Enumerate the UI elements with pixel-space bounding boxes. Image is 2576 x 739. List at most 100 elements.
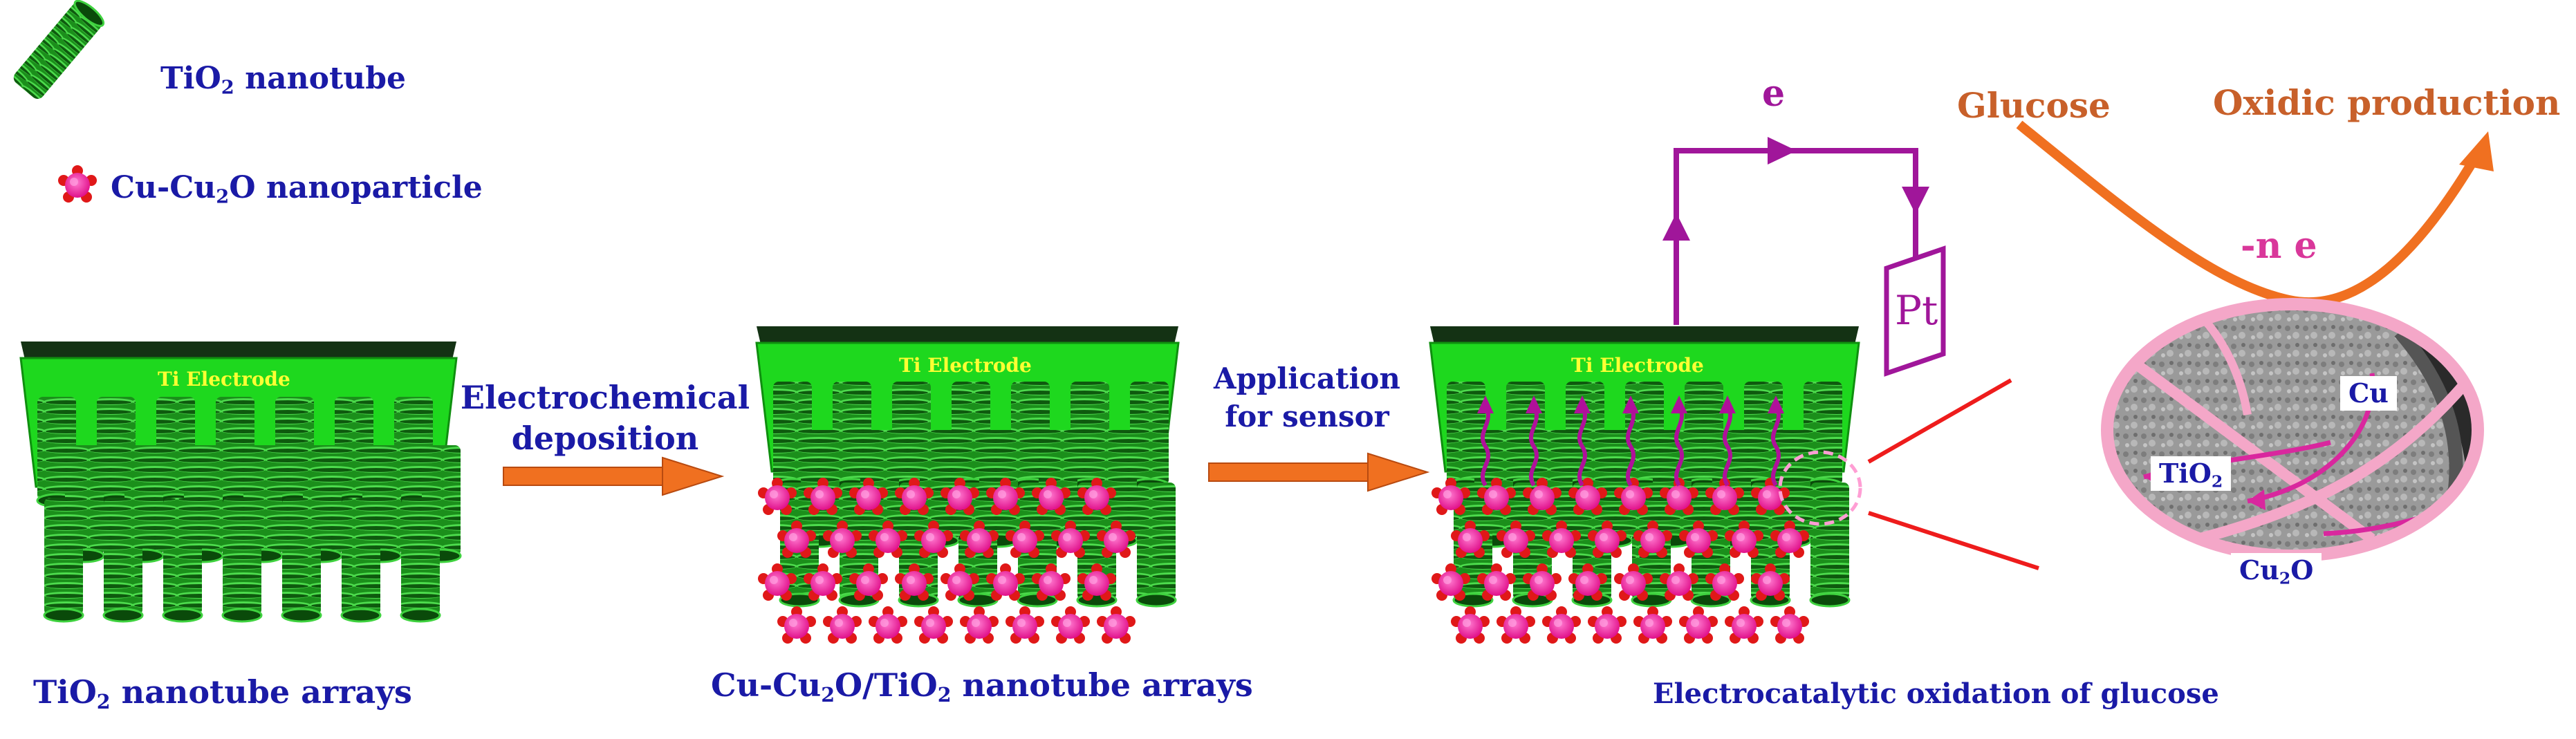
stage3-caption: Electrocatalytic oxidation of glucose [1653, 677, 2219, 710]
stage2-caption-mid: O/TiO [835, 666, 938, 704]
nanotube-opening [1809, 592, 1851, 608]
electrode-top-edge [757, 326, 1178, 344]
electrons-transferred-label: -n e [2241, 225, 2317, 267]
electron-path-arrowhead [1768, 395, 1784, 413]
nanotube [1810, 483, 1849, 600]
arrow2-line2: for sensor [1225, 400, 1389, 434]
arrow1-label: Electrochemical deposition [443, 377, 768, 459]
nanotube-opening [102, 608, 144, 623]
inset-micrograph [2101, 298, 2484, 562]
nanotube-opening [1136, 592, 1177, 608]
stage2-caption: Cu-Cu2O/TiO2 nanotube arrays [711, 666, 1253, 704]
stage1-caption-post: nanotube arrays [110, 673, 412, 711]
right-arrow-icon [503, 456, 725, 496]
nanoparticle [1451, 606, 1490, 644]
nanotube-opening [221, 608, 263, 623]
stage2-caption-post: nanotube arrays [951, 666, 1253, 704]
nanotube-icon [13, 0, 105, 100]
nanoparticle [1097, 606, 1136, 644]
nanoparticle [1497, 606, 1535, 644]
electron-path [1480, 404, 1491, 487]
nanoparticle [1588, 606, 1627, 644]
inset-cu2o-post: O [2290, 554, 2314, 586]
stage2-electrode-block [755, 326, 1180, 644]
nanotube [1804, 382, 1842, 485]
electron-path [1674, 404, 1685, 487]
electron-path [1577, 404, 1588, 487]
arrow2-line1: Application [1214, 362, 1400, 395]
electrode-top-edge [1430, 326, 1859, 344]
stage1-electrode-block [19, 342, 462, 623]
inset-cu2o-label: Cu2O [2231, 553, 2322, 588]
electron-flow-arrow-icon [1662, 137, 1929, 241]
nanotube [104, 498, 142, 615]
electron-path [1625, 404, 1636, 487]
nanotube [1137, 483, 1176, 600]
stage3-electrode-block [1429, 326, 1860, 644]
glucose-label: Glucose [1957, 85, 2111, 126]
inset-cu2o-pre: Cu [2239, 554, 2279, 586]
inset-tio2-pre: TiO [2159, 458, 2212, 489]
stage2-caption-pre: Cu-Cu [711, 666, 822, 704]
reaction-arrow-icon [2016, 120, 2494, 308]
legend-nanotube-sub: 2 [221, 76, 234, 99]
legend-nanotube-post: nanotube [234, 61, 407, 96]
nanotube-opening [281, 608, 322, 623]
stage1-caption: TiO2 nanotube arrays [33, 673, 412, 711]
electron-path-arrowhead [1622, 395, 1639, 413]
electron-path-arrowhead [1574, 395, 1591, 413]
nanoparticle [1725, 606, 1763, 644]
right-arrow-icon [1208, 452, 1430, 492]
zoom-circle [1778, 450, 1862, 526]
arrow2-label: Application for sensor [1189, 359, 1425, 436]
nanoparticle [823, 606, 862, 644]
inset-cu-label: Cu [2340, 376, 2397, 411]
nanoparticle [869, 606, 907, 644]
legend-nanotube-pre: TiO [160, 61, 221, 96]
nanoparticle [1051, 606, 1090, 644]
nanoparticle [960, 606, 999, 644]
nanoparticle [1679, 606, 1718, 644]
nanotube [1130, 382, 1169, 485]
arrow1-line1: Electrochemical [460, 379, 750, 416]
nanotube-opening [340, 608, 382, 623]
legend-nanoparticle-sub: 2 [216, 185, 230, 208]
external-circuit [1674, 148, 1918, 325]
inset-tio2-sub: 2 [2211, 471, 2223, 492]
stage2-caption-sub1: 2 [821, 682, 835, 707]
nanotube [401, 498, 440, 615]
stage1-caption-sub: 2 [96, 689, 111, 713]
magnifier-lines [1867, 378, 2039, 570]
inset-cu2o-sub: 2 [2279, 568, 2291, 588]
nanotube-opening [43, 608, 84, 623]
nanoparticle [914, 606, 953, 644]
stage2-caption-sub2: 2 [937, 682, 952, 707]
legend-nanoparticle-post: O nanoparticle [229, 170, 483, 205]
stage1-caption-pre: TiO [33, 673, 97, 711]
electron-path [1722, 404, 1733, 487]
inset-tio2-label: TiO2 [2151, 456, 2232, 492]
nanoparticle [1770, 606, 1809, 644]
nanotube [282, 498, 321, 615]
pt-label: Pt [1895, 287, 1938, 334]
nanoparticle [777, 606, 816, 644]
stage2-electrode-label: Ti Electrode [899, 354, 1032, 377]
legend-nanotube-label: TiO2 nanotube [160, 61, 407, 97]
nanotube [342, 498, 380, 615]
electrode-top-edge [21, 342, 456, 359]
electron-path-arrowhead [1719, 395, 1736, 413]
nanotube [44, 498, 83, 615]
electron-path-arrowhead [1477, 395, 1494, 413]
nanotube [163, 498, 202, 615]
stage3-electrode-label: Ti Electrode [1571, 354, 1704, 377]
nanotube-opening [162, 608, 203, 623]
nanoparticle [1006, 606, 1044, 644]
nanoparticle-icon [58, 165, 97, 203]
electron-path [1528, 404, 1539, 487]
legend-nanoparticle-pre: Cu-Cu [111, 170, 216, 205]
electron-path [1770, 404, 1781, 487]
stage1-electrode-label: Ti Electrode [158, 368, 290, 391]
product-label: Oxidic production [2213, 82, 2561, 123]
